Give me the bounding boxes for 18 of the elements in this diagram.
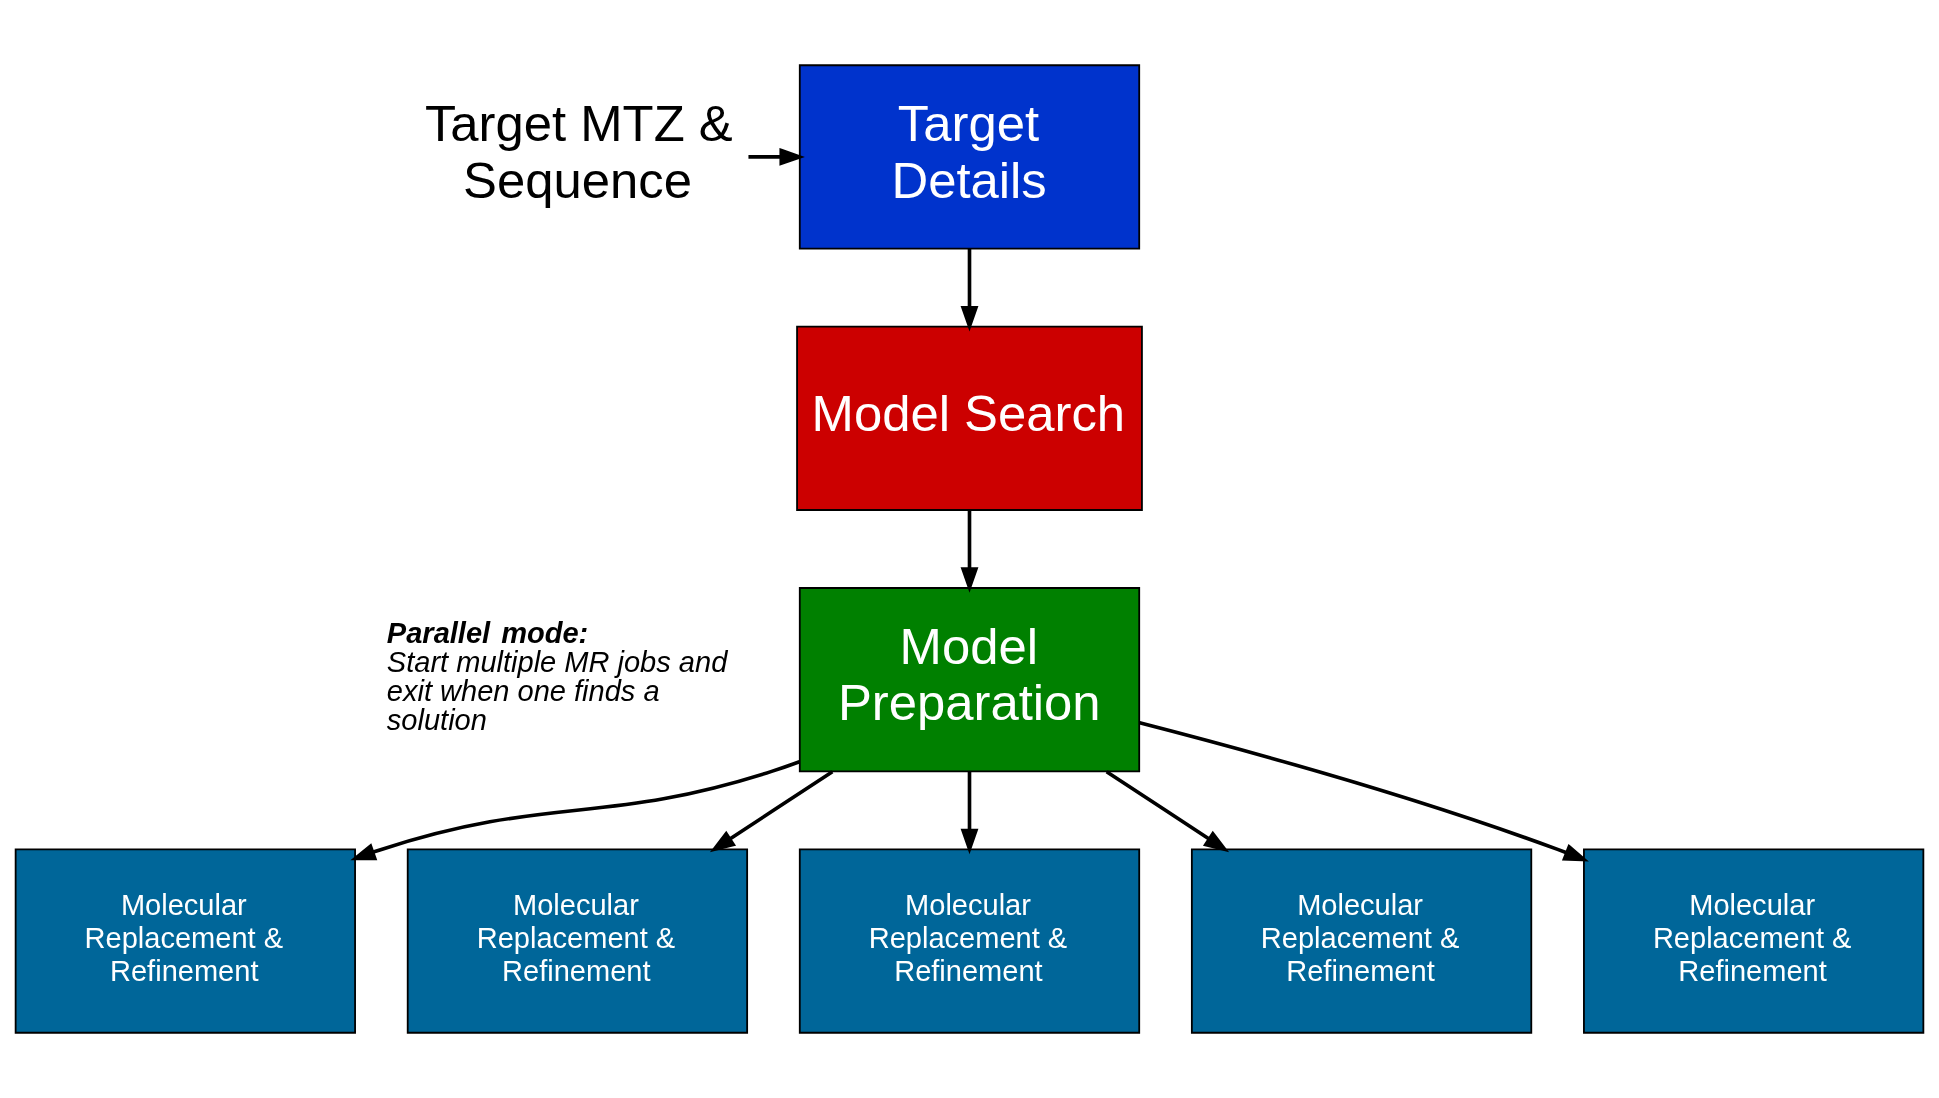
node-box: Target Details	[798, 64, 1141, 250]
label: Parallel mode: Start multiple MR jobs and exit when one finds a solution	[386, 617, 728, 737]
arrow	[960, 510, 979, 593]
arrow	[960, 771, 979, 855]
arrow	[960, 248, 979, 332]
arrow	[1139, 721, 1589, 862]
arrow	[350, 759, 801, 861]
node-box: Molecular Replacement & Refinement	[798, 848, 1141, 1034]
arrow	[1105, 770, 1230, 853]
node-box: Model Preparation	[798, 587, 1141, 773]
arrow	[709, 770, 834, 853]
node-box: Model Search	[796, 325, 1143, 511]
node-text: Target MTZ & Sequence	[424, 95, 733, 209]
node-box: Molecular Replacement & Refinement	[1583, 848, 1925, 1034]
node-box: Molecular Replacement & Refinement	[1190, 848, 1533, 1034]
arrow	[748, 148, 805, 166]
node-box: Molecular Replacement & Refinement	[406, 848, 749, 1034]
node-box: Molecular Replacement & Refinement	[14, 848, 356, 1034]
